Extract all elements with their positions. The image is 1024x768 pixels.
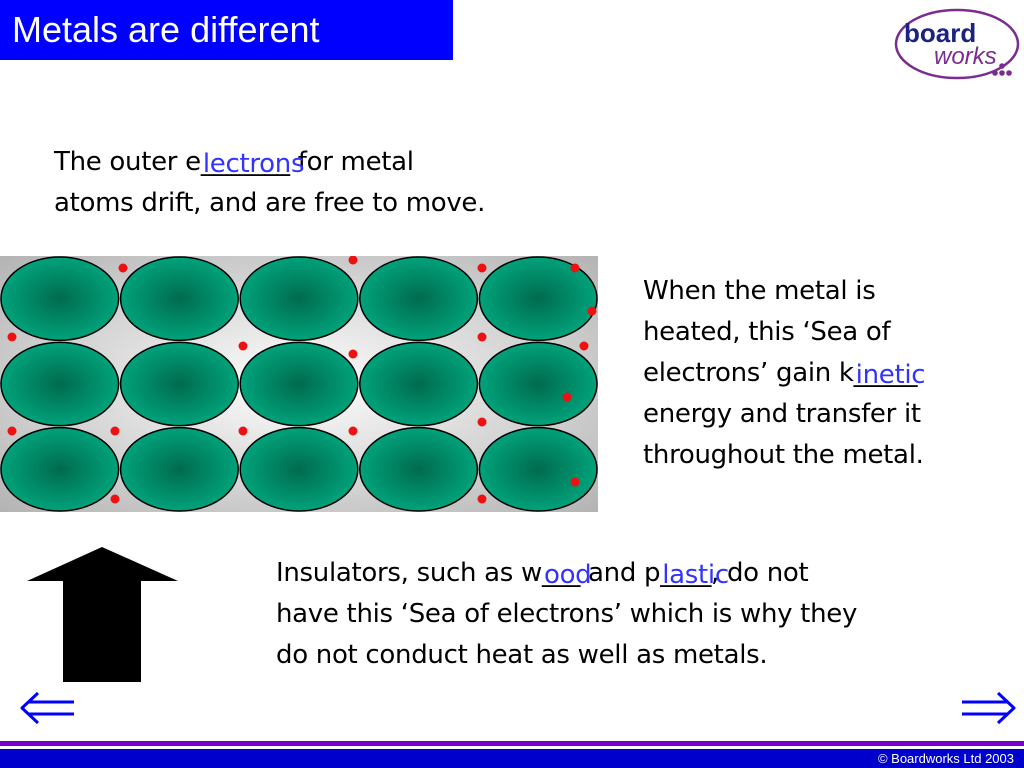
slide-title: Metals are different (0, 0, 453, 60)
free-electron (110, 426, 120, 436)
text-line: electrons’ gain k_____inetic (643, 353, 926, 394)
free-electron (562, 392, 572, 402)
answer-plastic: lastic (662, 560, 729, 590)
free-electron (7, 426, 17, 436)
free-electron (570, 477, 580, 487)
text-line: Insulators, such as w___ood and p____las… (276, 553, 857, 594)
metal-ion (359, 256, 479, 342)
metal-ion (478, 426, 598, 512)
metal-ion (119, 256, 239, 342)
free-electron (477, 494, 487, 504)
metal-ion (478, 256, 598, 342)
free-electron (477, 263, 487, 273)
free-electron (110, 494, 120, 504)
logo-dots (992, 63, 1012, 76)
copyright-text: © Boardworks Ltd 2003 (877, 751, 1014, 766)
metal-ion (0, 256, 120, 342)
previous-slide-button[interactable] (18, 688, 80, 728)
free-electron (348, 256, 358, 265)
text-line: heated, this ‘Sea of (643, 317, 891, 347)
insulators-text: Insulators, such as w___ood and p____las… (276, 553, 857, 676)
metal-ion (478, 341, 598, 427)
metal-ion (359, 426, 479, 512)
blank-plastic[interactable]: ____lastic (660, 558, 729, 590)
metal-ion (239, 341, 359, 427)
answer-wood: ood (543, 560, 592, 590)
blank-electrons[interactable]: _______lectrons (200, 147, 305, 179)
text-line: The outer e_______lectrons for metal (54, 142, 485, 183)
up-arrow-icon (27, 547, 178, 682)
metal-ion (359, 341, 479, 427)
left-arrow-icon (20, 691, 74, 725)
text-line: do not conduct heat as well as metals. (276, 640, 768, 670)
right-arrow-icon (962, 691, 1016, 725)
boardworks-logo: board works (894, 8, 1020, 80)
metal-lattice-diagram (0, 256, 598, 512)
text-line: When the metal is (643, 276, 876, 306)
text-line: atoms drift, and are free to move. (54, 188, 486, 218)
footer-bar: © Boardworks Ltd 2003 (0, 749, 1024, 768)
answer-kinetic: inetic (855, 360, 926, 390)
metal-ion (239, 256, 359, 342)
free-electron (7, 332, 17, 342)
answer-electrons: lectrons (202, 149, 305, 179)
text-line: have this ‘Sea of electrons’ which is wh… (276, 599, 858, 629)
metal-electrons-text: The outer e_______lectrons for metal ato… (54, 142, 485, 224)
footer-divider (0, 741, 1024, 746)
text-line: throughout the metal. (643, 440, 924, 470)
free-electron (118, 263, 128, 273)
free-electron (238, 341, 248, 351)
free-electron (477, 332, 487, 342)
metal-ion (119, 341, 239, 427)
metal-ion (0, 341, 120, 427)
metal-ion (239, 426, 359, 512)
free-electron (238, 426, 248, 436)
free-electron (579, 341, 589, 351)
next-slide-button[interactable] (956, 688, 1018, 728)
text-line: energy and transfer it (643, 399, 921, 429)
metal-ion (0, 426, 120, 512)
logo-word-board: board (904, 18, 976, 48)
free-electron (570, 263, 580, 273)
blank-wood[interactable]: ___ood (541, 558, 592, 590)
metal-ion (119, 426, 239, 512)
free-electron (348, 426, 358, 436)
free-electron (348, 349, 358, 359)
blank-kinetic[interactable]: _____inetic (853, 358, 926, 390)
heat-transfer-text: When the metal is heated, this ‘Sea of e… (643, 271, 926, 476)
logo-word-works: works (934, 43, 997, 70)
free-electron (587, 306, 597, 316)
free-electron (477, 417, 487, 427)
